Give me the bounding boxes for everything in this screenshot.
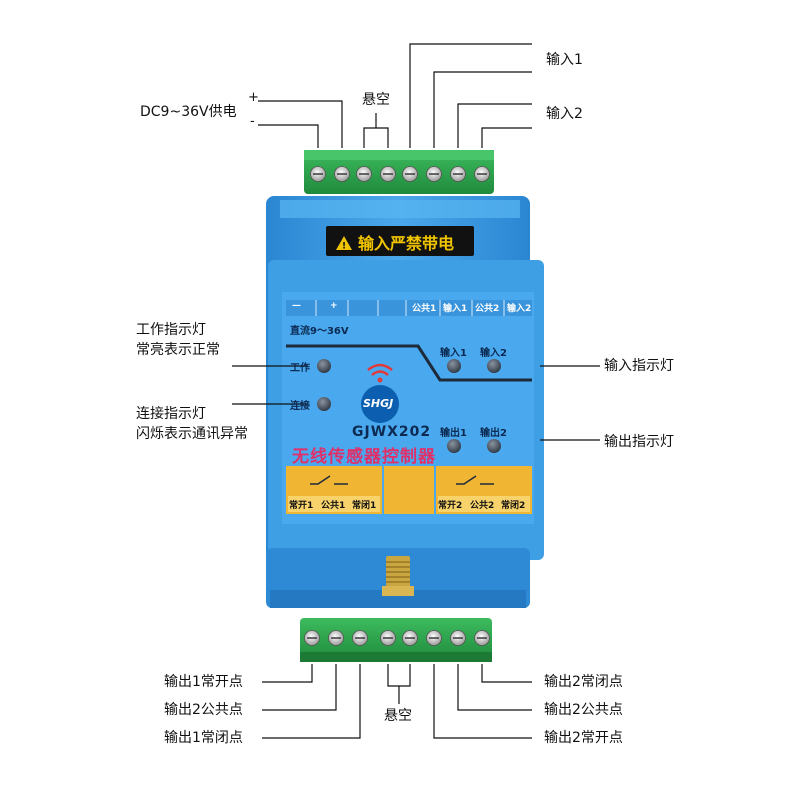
callout-link-led-title: 连接指示灯 [136, 406, 206, 422]
top-label-strip [286, 300, 532, 316]
relay-panel-left [286, 466, 382, 514]
callout-work-led-desc: 常亮表示正常 [136, 342, 220, 358]
bottom-label-com2: 公共2 [470, 501, 495, 511]
top-label-in1: 输入1 [443, 304, 468, 314]
logo-emblem [361, 363, 399, 423]
bottom-label-com1: 公共1 [321, 501, 346, 511]
panel-divider-line [286, 344, 532, 382]
model-text: GJWX202 [352, 424, 432, 440]
callout-work-led-title: 工作指示灯 [136, 322, 206, 338]
callout-out2-no: 输出2常开点 [544, 730, 623, 746]
svg-text:!: ! [342, 242, 346, 252]
in2-led-label: 输入2 [480, 348, 507, 359]
output1-led [447, 439, 461, 453]
callout-out2-com-right: 输出2公共点 [544, 702, 623, 718]
product-name-text: 无线传感器控制器 [292, 447, 436, 467]
in1-led-label: 输入1 [440, 348, 467, 359]
top-terminal-block [304, 150, 494, 194]
dc-range-label: 直流9～36V [290, 326, 349, 337]
bottom-terminal-block [300, 618, 492, 662]
work-led [317, 359, 331, 373]
bottom-label-nc1: 常闭1 [352, 501, 377, 511]
relay-panel-right [436, 466, 532, 514]
callout-float-bottom: 悬空 [384, 708, 412, 724]
output2-led [487, 439, 501, 453]
top-label-com2: 公共2 [475, 304, 500, 314]
top-label-minus: — [292, 301, 301, 311]
callout-out1-no: 输出1常开点 [164, 674, 243, 690]
link-led [317, 397, 331, 411]
callout-power-minus: - [250, 114, 255, 129]
input1-led [447, 359, 461, 373]
bottom-label-no2: 常开2 [438, 501, 463, 511]
top-label-com1: 公共1 [412, 304, 437, 314]
top-label-plus: + [330, 301, 338, 311]
bottom-label-no1: 常开1 [289, 501, 314, 511]
bottom-screws [304, 630, 490, 646]
bottom-label-nc2: 常闭2 [501, 501, 526, 511]
top-label-row: — + 公共1 输入1 公共2 输入2 [286, 301, 532, 315]
warning-plate: ! [326, 226, 474, 256]
callout-out2-nc: 输出2常闭点 [544, 674, 623, 690]
antenna-connector [382, 556, 414, 596]
work-led-label: 工作 [290, 363, 310, 374]
link-led-label: 连接 [290, 401, 310, 412]
callout-input2: 输入2 [546, 106, 583, 122]
callout-output-led: 输出指示灯 [604, 434, 674, 450]
callout-input-led: 输入指示灯 [604, 358, 674, 374]
callout-power-plus: + [248, 90, 259, 105]
callout-out1-nc: 输出1常闭点 [164, 730, 243, 746]
callout-power: DC9~36V供电 [140, 104, 237, 120]
callout-input1: 输入1 [546, 52, 583, 68]
warning-text: 输入严禁带电 [358, 234, 455, 253]
callout-link-led-desc: 闪烁表示通讯异常 [136, 426, 248, 442]
input2-led [487, 359, 501, 373]
out2-led-label: 输出2 [480, 428, 507, 439]
top-screws [310, 166, 490, 182]
callout-lines [232, 43, 600, 739]
callout-out2-com-left: 输出2公共点 [164, 702, 243, 718]
logo-text: SHGJ [363, 397, 394, 410]
top-label-in2: 输入2 [507, 304, 532, 314]
relay-panel-middle [384, 466, 434, 514]
bottom-label-row: 常开1 公共1 常闭1 常开2 公共2 常闭2 [286, 498, 532, 512]
callout-float-top: 悬空 [362, 92, 390, 108]
out1-led-label: 输出1 [440, 428, 467, 439]
